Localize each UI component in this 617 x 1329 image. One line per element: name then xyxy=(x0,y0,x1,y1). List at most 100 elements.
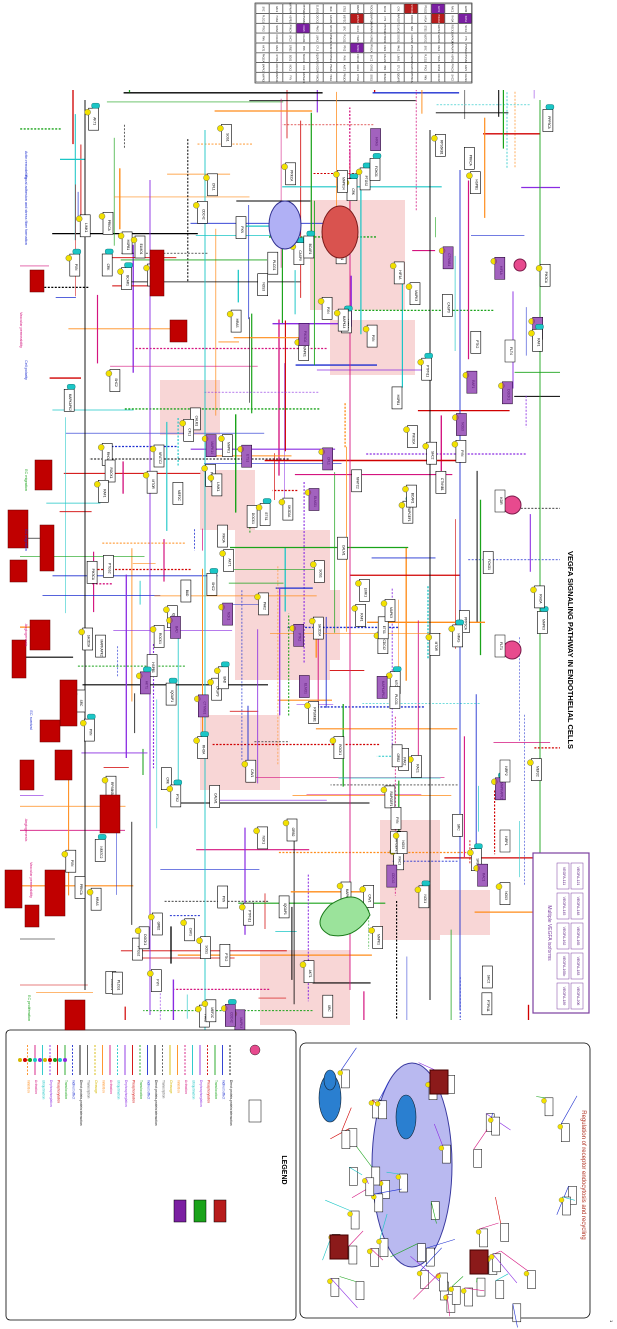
table-cell-text: RAF1 xyxy=(437,45,440,52)
table-cell-text: NFATC2 xyxy=(329,44,332,54)
table-cell-text: SHC2 xyxy=(451,74,454,81)
protein-node: ROCK1 xyxy=(105,460,115,482)
protein-node-label: FOXO1 xyxy=(487,559,491,570)
table-cell-text: BCAR1 xyxy=(302,54,305,63)
protein-node-label: CALM1 xyxy=(214,793,218,804)
protein-node-label: NFATC2 xyxy=(99,846,103,858)
protein-node-label: PXN xyxy=(70,860,74,867)
protein-node-label: PTK2 xyxy=(175,794,179,802)
protein-node: MEF2C xyxy=(173,482,183,504)
legend-text: Inhibition xyxy=(27,1080,31,1093)
phospho-marker xyxy=(62,851,68,857)
table-cell-text: MAPK14 xyxy=(275,73,278,83)
recycling-edge xyxy=(474,1130,487,1150)
protein-node-label: SH2D2A xyxy=(317,624,321,637)
protein-node-label: SH2D2A xyxy=(87,635,91,648)
recycling-node xyxy=(474,1149,482,1167)
table-cell-text: PTGS2 xyxy=(329,64,332,73)
table-cell-text: CTNNB1 xyxy=(302,14,305,24)
phospho-marker xyxy=(227,311,233,317)
protein-node: FYN xyxy=(391,807,401,829)
phospho-marker xyxy=(98,444,104,450)
outcome-block xyxy=(30,620,50,650)
legend-text: Direct protein-protein interaction xyxy=(79,1080,83,1126)
table-cell-text: ROCK1 xyxy=(275,64,278,73)
outcome-block xyxy=(100,795,120,833)
table-cell-text: PIK3CA xyxy=(262,54,265,63)
phospho-marker xyxy=(334,310,340,316)
protein-node-label: PTGS2 xyxy=(364,176,368,187)
protein-node: FOXO1 xyxy=(483,552,493,574)
table-cell-text: DOCK1 xyxy=(316,15,319,24)
legend-text: Cleavage xyxy=(169,1080,173,1094)
protein-node-label: CTNNB1 xyxy=(440,478,444,491)
purple-node xyxy=(140,672,150,694)
table-cell-text: MEF2C xyxy=(424,34,427,42)
isoforms-title: Multiple VEGFA isoforms xyxy=(546,905,552,961)
protein-node-label: IQGAP1 xyxy=(170,690,174,702)
table-cell-text: RAPGEF1 xyxy=(397,13,400,25)
protein-node: PXN xyxy=(62,850,76,872)
recycling-edge xyxy=(349,1231,363,1246)
outcome-label: EC migration xyxy=(24,529,28,551)
table-cell-text: PTPN11 xyxy=(383,24,386,34)
phospho-marker xyxy=(279,499,285,505)
phospho-marker xyxy=(337,883,343,889)
legend-dot xyxy=(63,1058,67,1062)
table-cell-text: CASP9 xyxy=(329,15,332,24)
protein-node-label: MTOR xyxy=(434,642,438,652)
legend-text: Indirect effect xyxy=(147,1080,151,1099)
legend-symbol xyxy=(249,1100,261,1122)
recycling-edge xyxy=(561,1096,577,1124)
phospho-marker xyxy=(131,237,137,243)
phospho-marker xyxy=(79,629,85,635)
protein-node-label: CRK xyxy=(165,777,169,785)
table-cell-text: HIF1A xyxy=(329,74,332,81)
purple-node xyxy=(377,676,387,698)
recycling-outcome-block xyxy=(430,1070,448,1094)
table-cell-text: HSPB1 xyxy=(289,15,292,24)
purple-node xyxy=(235,1010,245,1032)
legend-symbol xyxy=(214,1200,226,1222)
phospho-marker xyxy=(163,607,169,613)
table-cell-text: NOS3 xyxy=(356,45,359,52)
legend-symbol xyxy=(250,1045,260,1055)
protein-node: PTK2 xyxy=(220,944,230,966)
isoform-label: VEGFA-145 xyxy=(562,897,566,916)
protein-node: RAC1 xyxy=(407,756,421,778)
protein-node: HSPB1 xyxy=(392,387,402,409)
outcome-block xyxy=(150,250,164,296)
protein-node: CDC42 xyxy=(221,999,236,1026)
protein-node-label: RAF1 xyxy=(360,613,364,621)
table-cell-text: PTK2 xyxy=(343,45,346,52)
protein-node-label: DOCK1 xyxy=(143,934,147,945)
protein-node: HRAS xyxy=(227,310,241,332)
protein-node: NOS3 xyxy=(452,414,466,436)
protein-node: PRKCA xyxy=(464,147,474,169)
protein-node: CALM1 xyxy=(210,785,220,807)
cyan-marker xyxy=(456,620,464,625)
protein-node-label: PTPN11 xyxy=(247,910,251,922)
protein-node: PIK3CA xyxy=(536,264,550,286)
table-cell-text: NCK1 xyxy=(464,25,467,32)
protein-node-label: MAPK3 xyxy=(414,290,418,301)
protein-node-label: CDC42 xyxy=(201,209,205,220)
table-cell-text: PTK2 xyxy=(424,65,427,72)
recycling-edge xyxy=(342,1108,351,1131)
protein-node: AKT1 xyxy=(136,667,151,694)
table-cell-text: LIMK1 xyxy=(397,55,400,63)
protein-node-label: CALM1 xyxy=(341,545,345,556)
protein-node-label: ETS1 xyxy=(264,513,268,521)
outcome-label: Focal adhesion and stress fiber formatio… xyxy=(24,175,28,245)
table-cell-text: RAF1 xyxy=(275,6,278,13)
protein-node: GRB2 xyxy=(392,745,402,767)
receptor-label: FLT4 xyxy=(509,347,513,355)
protein-node: RAPGEF1 xyxy=(381,786,395,808)
protein-node: RAF1 xyxy=(352,604,366,626)
cyan-marker xyxy=(546,105,554,110)
phospho-marker xyxy=(461,1289,466,1294)
legend-text: Indirect effect xyxy=(72,1080,76,1099)
table-cell-text: NFATC2 xyxy=(410,63,413,73)
receptor-label: NRP1 xyxy=(504,836,508,845)
recycling-ellipse-2 xyxy=(396,1095,416,1139)
